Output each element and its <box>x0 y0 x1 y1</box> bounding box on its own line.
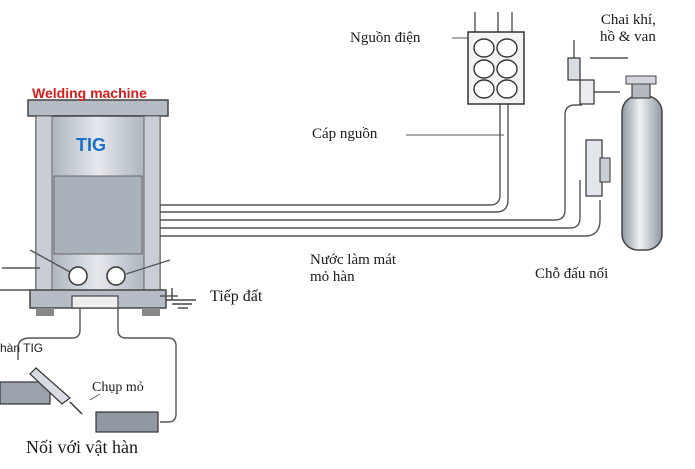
cables <box>0 12 620 423</box>
output-terminal-right <box>106 266 126 286</box>
power-source-label: Nguồn điện <box>350 30 421 46</box>
gas-cylinder <box>621 75 663 251</box>
coolant-label: Nước làm mát mỏ hàn <box>310 252 397 285</box>
workpiece <box>95 411 159 433</box>
machine-title: Welding machine <box>32 85 147 101</box>
power-cable-label: Cáp nguồn <box>312 126 378 142</box>
machine-name: TIG <box>76 135 106 155</box>
welding-machine <box>27 99 169 316</box>
connector-icon <box>585 139 611 197</box>
gas-label: Chai khí, hồ & van <box>600 12 656 45</box>
ground-symbol <box>166 288 196 309</box>
power-source-icon <box>467 31 525 105</box>
regulator-icon <box>567 40 628 105</box>
ground-label: Tiếp đất <box>210 288 263 305</box>
workpiece-label: Nối với vật hàn <box>26 437 138 457</box>
output-terminal-left <box>68 266 88 286</box>
tig-torch <box>0 367 83 415</box>
connector-label: Chỗ đấu nối <box>535 266 609 282</box>
nozzle-label: Chụp mỏ <box>92 380 144 395</box>
torch-label: hàn TIG <box>0 341 44 355</box>
